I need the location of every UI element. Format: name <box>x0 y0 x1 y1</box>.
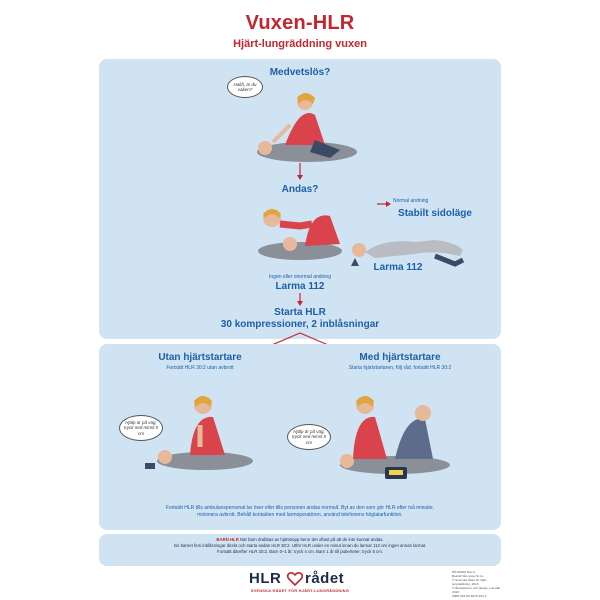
phone-icon <box>145 463 155 469</box>
check-consciousness-illustration <box>257 93 357 162</box>
lying-person-head <box>283 237 297 251</box>
with-aed-title: Med hjärtstartare <box>359 352 441 363</box>
hlr-poster: Vuxen-HLR Hjärt-lungräddning vuxen Medve… <box>95 0 505 600</box>
rescuer-hair <box>356 396 374 407</box>
recovery-position-illustration <box>351 240 465 267</box>
call-112-center: Larma 112 <box>275 281 325 292</box>
aed-label <box>389 470 403 475</box>
with-aed-subtitle: Starta hjärtstartaren, följ råd, fortsät… <box>348 365 452 371</box>
recovery-person-head <box>352 243 366 257</box>
second-rescuer-torso <box>395 418 433 459</box>
start-cpr: Starta HLR <box>274 307 326 318</box>
patient-head <box>158 450 172 464</box>
notice-line1-text: När barn drabbas av hjärtstopp beror det… <box>240 537 384 542</box>
notice-line2: Ge barnet fem inblåsningar direkt och st… <box>173 543 427 549</box>
rescuer-torso <box>353 416 387 459</box>
continue-instructions: Fortsätt HLR tills ambulanspersonal tar … <box>115 505 485 520</box>
speech-bubble-hallo: Hallå, är du vaken? <box>227 76 263 98</box>
rescuer-legs <box>310 140 340 158</box>
rescuer-hair <box>297 93 315 104</box>
notice-line1: BARN HLR När barn drabbas av hjärtstopp … <box>99 537 501 543</box>
page-title: Vuxen-HLR <box>245 12 355 34</box>
arrow-right-normal <box>377 201 391 207</box>
cpr-without-aed-illustration <box>145 396 253 470</box>
normal-breathing-label: Normal andning <box>393 198 429 204</box>
phone-icon <box>351 258 359 266</box>
rescuer-torso <box>285 113 325 145</box>
recovery-person-legs <box>434 253 465 267</box>
abnormal-breathing-label: Ingen eller onormal andning <box>269 274 331 280</box>
meta-line: © Illustrationer och design, Laerdal 201… <box>452 586 500 595</box>
lying-person-body <box>258 242 342 260</box>
page-subtitle: Hjärt-lungräddning vuxen <box>233 38 367 50</box>
child-cpr-notice: BARN HLR När barn drabbas av hjärtstopp … <box>99 537 501 556</box>
second-rescuer-head <box>415 405 431 421</box>
heart-icon <box>287 572 303 586</box>
speech-bubble-left: Hjälp är på väg, tryck ned minst 5 cm <box>119 415 163 441</box>
lying-person-head <box>258 141 272 155</box>
child-cpr-panel <box>99 534 501 566</box>
patient-body <box>340 456 450 474</box>
speech-bubble-right: Hjälp är på väg, tryck ned minst 5 cm <box>287 424 331 450</box>
logo-text-hlr: HLR <box>249 570 282 587</box>
logo-text-radet: rådet <box>305 570 345 587</box>
check-breathing-illustration <box>258 209 342 260</box>
recovery-position-title: Stabilt sidoläge <box>398 208 472 219</box>
hlr-radet-logo: HLR rådet SVENSKA RÅDET FÖR HJÄRT-LUNGRÄ… <box>245 570 355 598</box>
meta-line: HR-60602 Rev A <box>452 570 476 574</box>
publication-meta: HR-60602 Rev A Beställ från www.hlr.nu ©… <box>452 570 505 598</box>
step-breathing: Andas? <box>281 184 319 195</box>
meta-line: ISBN 978-82-8276-151-1 <box>452 594 487 599</box>
call-112-right: Larma 112 <box>373 262 423 273</box>
recovery-person-body <box>365 240 463 258</box>
rescuer-hair <box>194 396 212 407</box>
compressions-instruction: 30 kompressioner, 2 inblåsningar <box>220 319 380 330</box>
logo-tagline: SVENSKA RÅDET FÖR HJÄRT-LUNGRÄDDNING <box>250 589 350 593</box>
rescuer-torso <box>305 215 340 246</box>
notice-line3: Fortsätt därefter HLR 30:2. Barn 0–1 år:… <box>217 549 383 555</box>
rescuer-arm <box>271 123 292 144</box>
without-aed-subtitle: Fortsätt HLR 30:2 utan avbrott <box>166 365 234 371</box>
meta-line: Beställ från www.hlr.nu <box>452 574 484 579</box>
arrow-down-1 <box>297 163 303 180</box>
rescuer-torso <box>190 416 225 455</box>
arrow-down-2 <box>297 293 303 306</box>
patient-head <box>340 454 354 468</box>
patient-body <box>157 452 253 470</box>
step-consciousness: Medvetslös? <box>269 67 331 78</box>
continue-text-line1: Fortsätt HLR tills ambulanspersonal tar … <box>165 505 435 511</box>
cpr-with-aed-illustration <box>340 396 450 479</box>
notice-label: BARN HLR <box>216 537 239 542</box>
rescuer-shoulder <box>279 220 313 230</box>
continue-text-line2: minimera avbrott. Behåll kontakten med l… <box>197 512 403 519</box>
rescuer-hair <box>263 209 281 218</box>
meta-line: © Svenska rådet för hjärt-lungräddning, … <box>452 578 488 587</box>
without-aed-title: Utan hjärtstartare <box>158 352 242 363</box>
